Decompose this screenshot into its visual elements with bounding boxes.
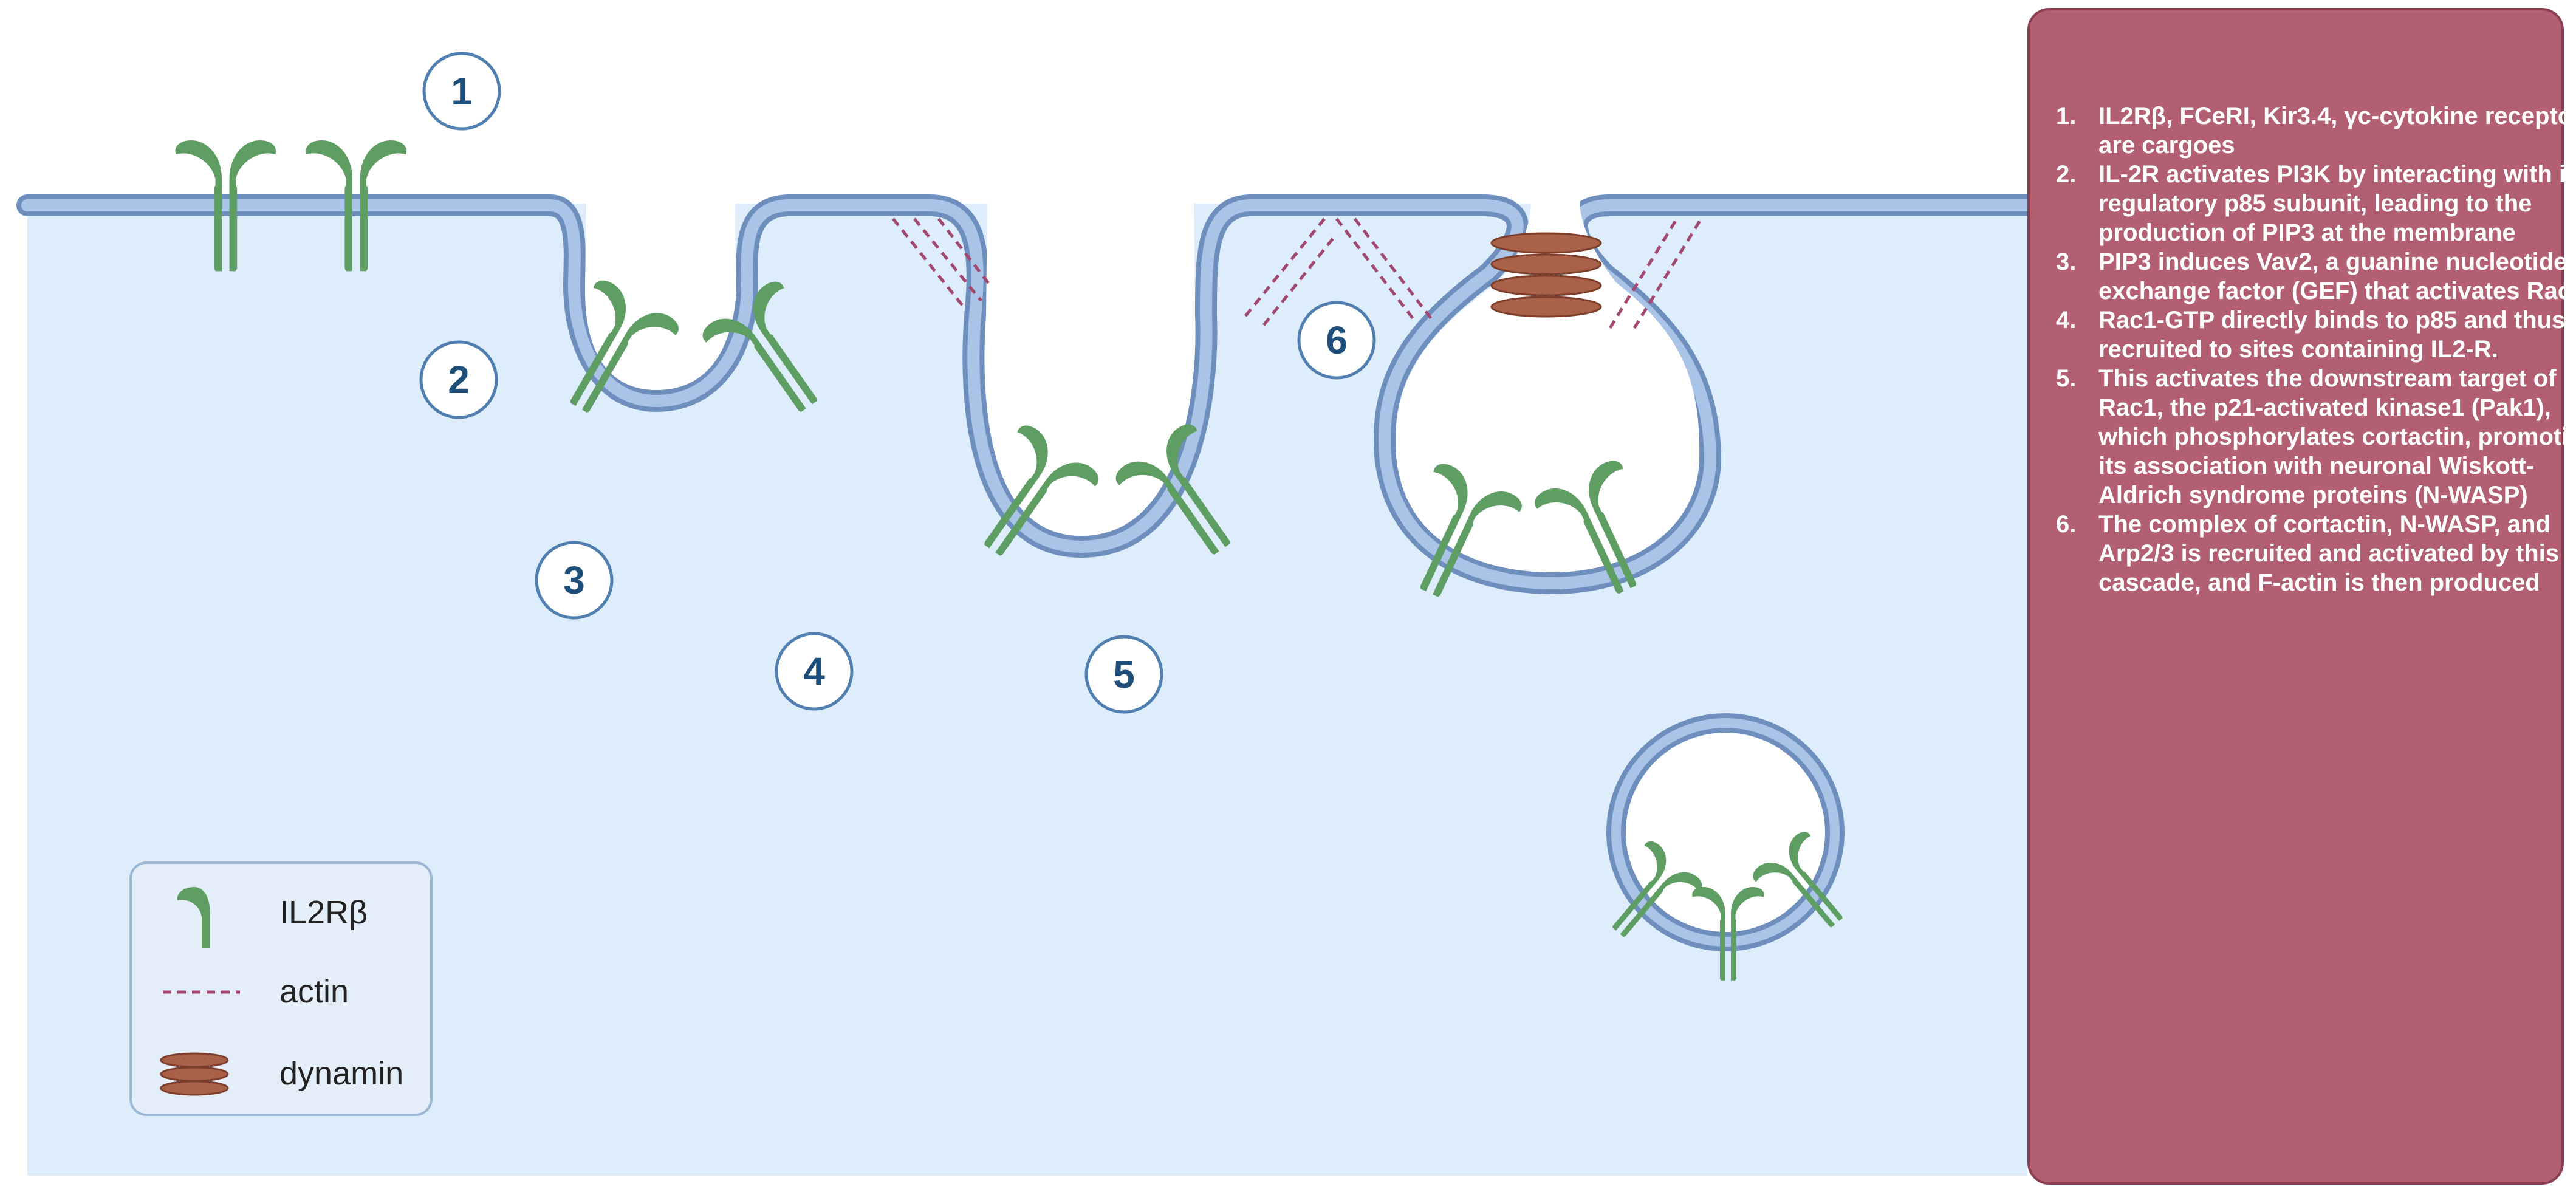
- mechanism-step: PIP3 induces Vav2, a guanine nucleotide …: [2056, 247, 2576, 304]
- step-number-4: 4: [803, 649, 825, 693]
- legend: IL2Rβ actin dynamin: [129, 861, 433, 1116]
- legend-dynamin-label: dynamin: [279, 1055, 403, 1092]
- step-marker-3: 3: [535, 541, 614, 620]
- actin-filaments: [892, 217, 1703, 329]
- dynamin-ring: [1490, 232, 1602, 318]
- extracellular-space: [0, 0, 2027, 193]
- step-marker-4: 4: [775, 632, 854, 711]
- step-number-2: 2: [448, 358, 470, 402]
- legend-receptor-label: IL2Rβ: [279, 894, 368, 931]
- step-marker-2: 2: [419, 340, 498, 419]
- step-marker-6: 6: [1297, 301, 1376, 380]
- legend-actin-label: actin: [279, 973, 349, 1010]
- step-number-5: 5: [1113, 652, 1135, 696]
- step-marker-1: 1: [422, 52, 501, 131]
- mechanism-step: This activates the downstream target of …: [2056, 364, 2576, 508]
- mechanism-step: IL-2R activates PI3K by interacting with…: [2056, 160, 2576, 246]
- step-number-6: 6: [1326, 318, 1348, 362]
- mechanism-steps-list: IL2Rβ, FCeRI, Kir3.4, γc-cytokine recept…: [2041, 101, 2576, 597]
- mechanism-step: The complex of cortactin, N-WASP, and Ar…: [2056, 510, 2560, 596]
- legend-dynamin-icon: [160, 1052, 229, 1096]
- step-number-3: 3: [563, 558, 585, 602]
- mechanism-step: Rac1-GTP directly binds to p85 and thus …: [2056, 306, 2576, 363]
- step-marker-5: 5: [1084, 635, 1163, 714]
- plasma-membrane: [16, 194, 2038, 594]
- mechanism-step: IL2Rβ, FCeRI, Kir3.4, γc-cytokine recept…: [2056, 101, 2576, 159]
- legend-receptor-icon: [177, 887, 210, 948]
- step-number-1: 1: [451, 69, 473, 113]
- mechanism-steps-panel: IL2Rβ, FCeRI, Kir3.4, γc-cytokine recept…: [2027, 8, 2576, 1185]
- endocytic-vesicle: [1590, 713, 1865, 981]
